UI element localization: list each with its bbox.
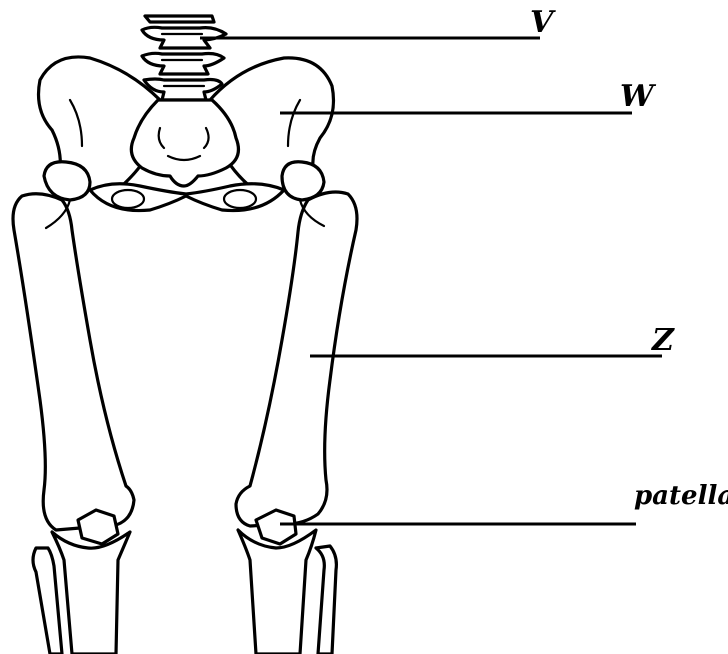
right-tibia (52, 532, 130, 654)
right-lower-leg (33, 532, 130, 654)
right-patella (78, 510, 118, 544)
vertebra-1 (145, 16, 214, 22)
vertebra-3 (142, 53, 224, 74)
label-v: V (530, 5, 556, 40)
left-fibula (316, 546, 336, 654)
right-femur (13, 162, 134, 530)
right-fibula (33, 548, 62, 654)
left-lower-leg (238, 530, 336, 654)
label-z: Z (651, 323, 675, 358)
label-w: W (620, 79, 657, 114)
sacrum (131, 100, 238, 186)
left-tibia (238, 530, 316, 654)
right-femur-shaft (13, 194, 134, 530)
lumbar-spine (142, 16, 226, 100)
label-patella: patella (634, 481, 728, 511)
left-femur (236, 162, 357, 526)
left-femur-shaft (236, 192, 357, 526)
